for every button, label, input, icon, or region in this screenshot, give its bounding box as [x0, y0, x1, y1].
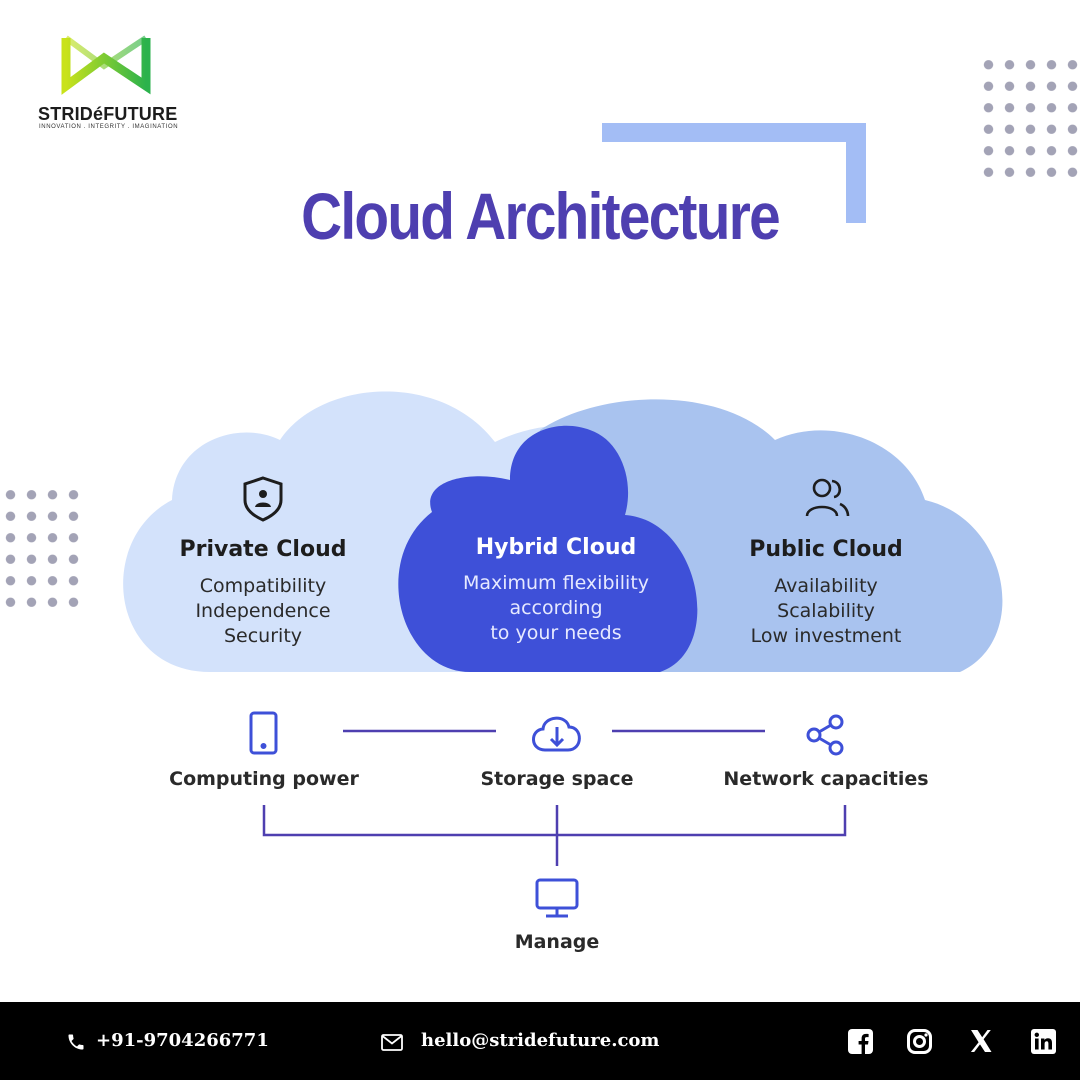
hybrid-cloud-line-1: Maximum flexibility — [462, 572, 650, 594]
brand-logo: STRIDéFUTURE INNOVATION . INTEGRITY . IM… — [38, 34, 188, 134]
decor-dots-top-right — [978, 54, 1080, 183]
public-cloud-line-1: Availability — [774, 575, 878, 597]
decor-dots-left — [0, 484, 88, 613]
decor-bracket-side — [846, 123, 866, 223]
instagram-icon[interactable] — [907, 1029, 932, 1054]
footer-phone-link[interactable]: +91-9704266771 — [96, 1030, 269, 1051]
resource-network-capacities: Network capacities — [723, 768, 929, 790]
facebook-icon[interactable] — [848, 1029, 873, 1054]
linkedin-icon[interactable] — [1031, 1029, 1056, 1054]
decor-bracket-top — [602, 123, 866, 142]
mail-icon — [381, 1034, 403, 1051]
private-cloud-line-2: Independence — [195, 600, 331, 622]
share-icon — [806, 714, 844, 756]
x-icon[interactable] — [970, 1029, 992, 1053]
brand-mark-icon — [61, 35, 151, 95]
public-cloud-title: Public Cloud — [749, 537, 903, 562]
monitor-icon — [535, 878, 579, 918]
hybrid-cloud-line-3: to your needs — [490, 622, 622, 644]
private-cloud-line-1: Compatibility — [199, 575, 327, 597]
footer-bar: +91-9704266771 hello@stridefuture.com — [0, 1002, 1080, 1080]
connector-lines — [262, 729, 847, 866]
phone-icon — [68, 1034, 84, 1050]
public-cloud-line-3: Low investment — [750, 625, 902, 647]
shield-user-icon — [243, 476, 283, 522]
hybrid-cloud-shape — [398, 425, 698, 672]
page-title: Cloud Architecture — [301, 179, 781, 253]
brand-name: STRIDéFUTURE — [38, 104, 178, 124]
hybrid-cloud-title: Hybrid Cloud — [475, 535, 637, 560]
resource-storage-space: Storage space — [480, 768, 634, 790]
users-icon — [805, 478, 850, 517]
private-cloud-title: Private Cloud — [179, 537, 347, 562]
cloud-download-icon — [532, 716, 581, 752]
hybrid-cloud-line-2: according — [509, 597, 603, 619]
cloud-diagram — [123, 391, 1003, 918]
public-cloud-line-2: Scalability — [777, 600, 875, 622]
private-cloud-line-3: Security — [223, 625, 303, 647]
footer-email-link[interactable]: hello@stridefuture.com — [421, 1030, 660, 1051]
tablet-icon — [249, 711, 278, 755]
resource-computing-power: Computing power — [169, 768, 359, 790]
manage-label: Manage — [514, 931, 600, 953]
brand-tagline: INNOVATION . INTEGRITY . IMAGINATION — [39, 124, 179, 130]
